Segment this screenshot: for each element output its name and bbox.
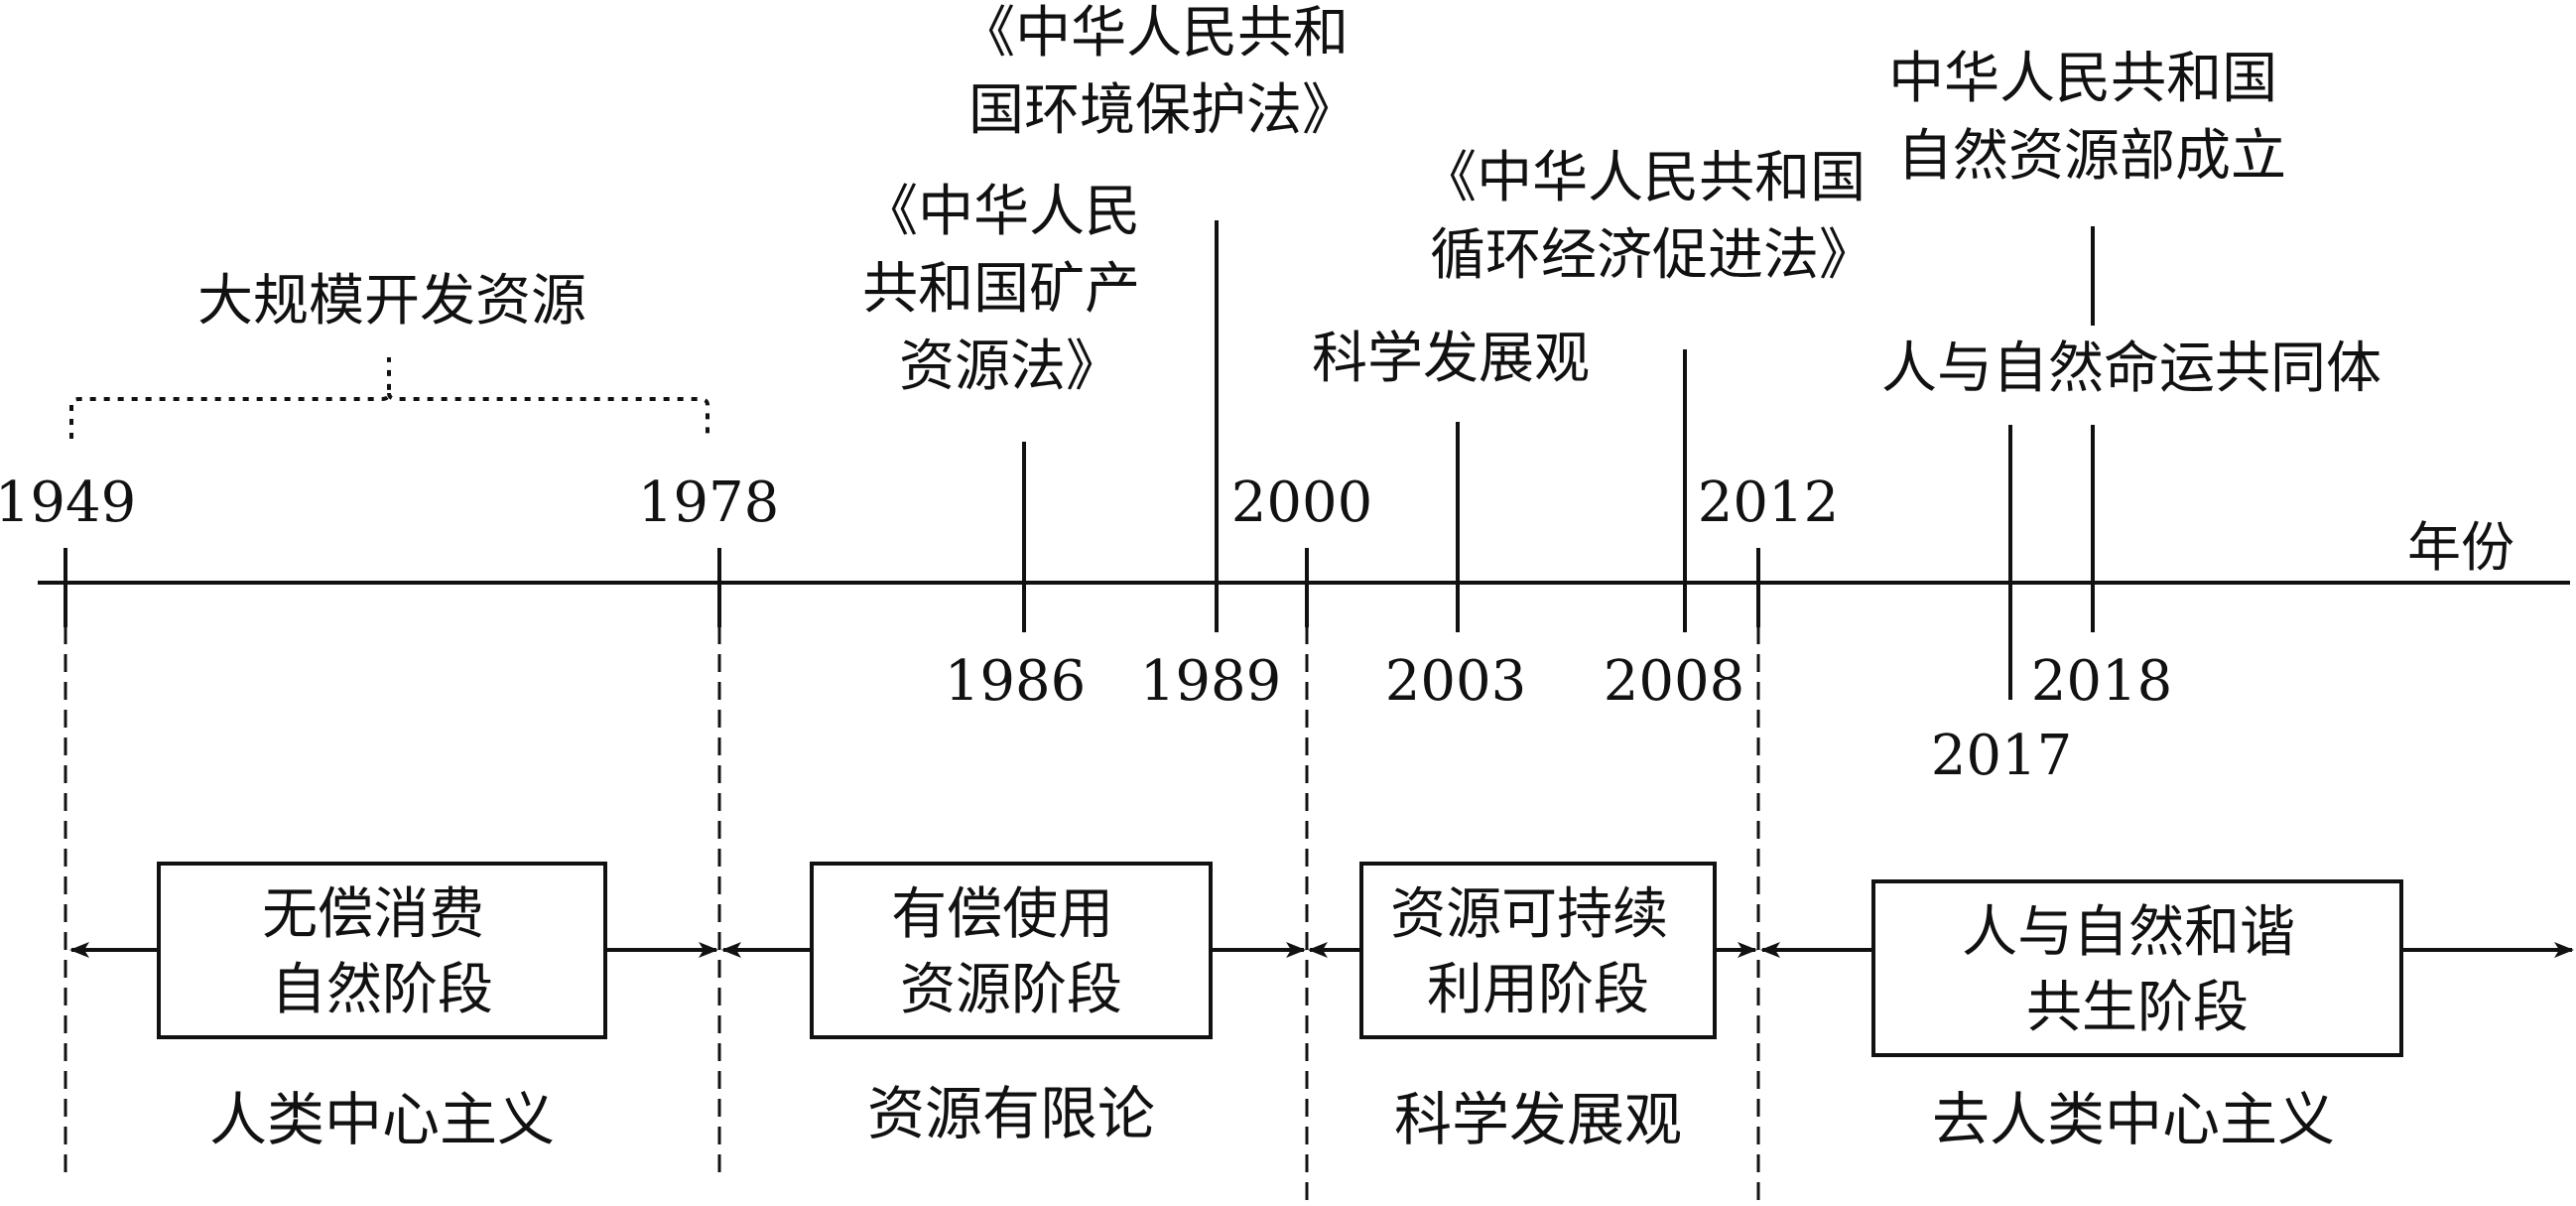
stage-4-label: 人与自然和谐 共生阶段 <box>1962 900 2313 1040</box>
stage-2-label: 有偿使用 资源阶段 <box>891 882 1131 1022</box>
event-2003-label: 科学发展观 <box>1312 327 1590 391</box>
year-1949: 1949 <box>0 470 136 535</box>
event-2018-label: 中华人民共和国 自然资源部成立 <box>1888 47 2295 189</box>
event-2008-label: 《中华人民共和国 循环经济促进法》 <box>1421 146 1883 288</box>
event-2017-label: 人与自然命运共同体 <box>1881 336 2382 401</box>
event-1989-label: 《中华人民共和 国环境保护法》 <box>960 1 1366 143</box>
year-2018: 2018 <box>2031 649 2173 714</box>
stage-3-label: 资源可持续 利用阶段 <box>1390 882 1686 1022</box>
year-2008: 2008 <box>1604 649 1745 714</box>
year-2017: 2017 <box>1931 724 2073 788</box>
year-2000: 2000 <box>1231 470 1373 535</box>
bracket-label: 大规模开发资源 <box>197 269 586 334</box>
year-1986: 1986 <box>945 649 1087 714</box>
year-2003: 2003 <box>1385 649 1527 714</box>
stage-1-label: 无偿消费 自然阶段 <box>262 882 502 1022</box>
stage-3-philosophy: 科学发展观 <box>1394 1086 1682 1153</box>
stage-1-box <box>157 862 607 1039</box>
stage-3-box <box>1359 862 1717 1039</box>
year-2012: 2012 <box>1698 470 1840 535</box>
year-1989: 1989 <box>1140 649 1282 714</box>
year-1978: 1978 <box>638 470 780 535</box>
stage-4-philosophy: 去人类中心主义 <box>1932 1086 2335 1153</box>
stage-4-box <box>1871 879 2403 1057</box>
event-1986-label: 《中华人民 共和国矿产 资源法》 <box>862 180 1158 399</box>
axis-label: 年份 <box>2407 516 2514 579</box>
stage-2-box <box>810 862 1213 1039</box>
stage-1-philosophy: 人类中心主义 <box>209 1086 555 1153</box>
era-bracket <box>69 357 709 439</box>
stage-2-philosophy: 资源有限论 <box>867 1080 1155 1147</box>
